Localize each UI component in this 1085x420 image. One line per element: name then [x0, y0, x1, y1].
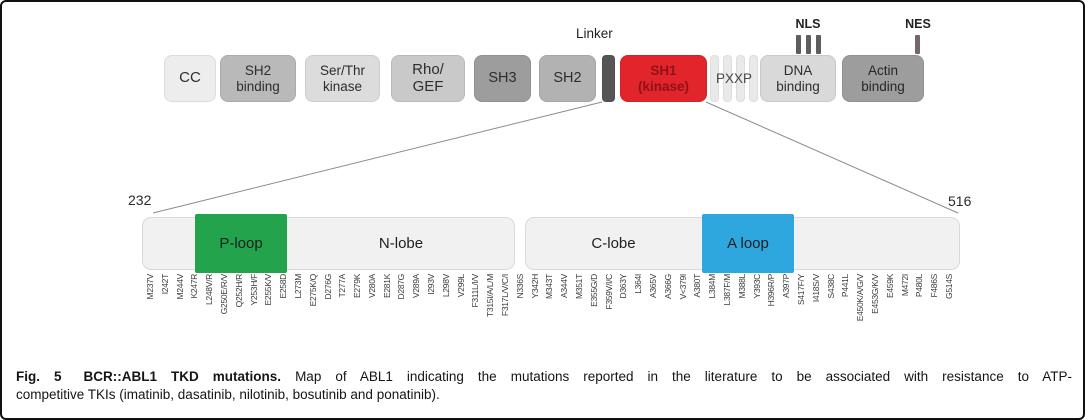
mutation-label: D276G [322, 274, 333, 300]
domain-sh1-kinase: SH1 (kinase) [620, 55, 707, 102]
mutation-label: E258D [278, 274, 289, 299]
domain-rho-gef: Rho/ GEF [391, 55, 465, 102]
mutation-label: F311L/I/V [470, 274, 481, 308]
mutation-label: V280A [366, 274, 377, 299]
mutation-label: Q252H/R [233, 274, 244, 308]
caption-fig-number: Fig. 5 [16, 369, 62, 384]
mutation-label: E355G/D [588, 274, 599, 307]
mutation-label: Y393C [751, 274, 762, 299]
mutation-label: P480L [914, 274, 925, 298]
caption-title: BCR::ABL1 TKD mutations. [83, 369, 282, 384]
mutation-label: G250E/R/V [218, 274, 229, 315]
mutation-label: M472I [899, 274, 910, 297]
mutation-label: H396R/P [766, 274, 777, 307]
mutation-label: V<379I [677, 274, 688, 300]
figure-caption: Fig. 5 BCR::ABL1 TKD mutations. Map of A… [16, 368, 1072, 404]
domain-actin-binding: Actin binding [842, 55, 924, 102]
mutation-label: A344V [559, 274, 570, 299]
kinase-start-residue: 232 [128, 192, 152, 208]
mutation-label: I242T [159, 274, 170, 295]
mutation-label: F486S [929, 274, 940, 298]
mutation-label: K247R [189, 274, 200, 299]
mutation-label: E281K [381, 274, 392, 299]
mutation-label: M351T [574, 274, 585, 299]
mutation-label: S438C [825, 274, 836, 299]
mutation-label: M244V [174, 274, 185, 300]
mutation-label: E453G/K/V [869, 274, 880, 314]
nes-tick-icon [915, 35, 920, 54]
linker-label: Linker [576, 26, 613, 41]
mutation-label: G514S [943, 274, 954, 299]
pxxp-stripe [736, 55, 745, 102]
mutation-label: P441L [840, 274, 851, 298]
nls-tick-icon [796, 35, 801, 54]
domain-sh2: SH2 [539, 55, 596, 102]
mutation-label: Y253H/F [248, 274, 259, 306]
caption-text-1: Map of ABL1 indicating the mutations rep… [295, 369, 1072, 384]
pxxp-stripe [723, 55, 732, 102]
domain-sh3: SH3 [474, 55, 531, 102]
mutation-label: M237V [144, 274, 155, 300]
mutation-label: T277A [337, 274, 348, 298]
caption-line-1: Fig. 5 BCR::ABL1 TKD mutations. Map of A… [16, 368, 1072, 386]
mutation-label: D363Y [618, 274, 629, 299]
mutation-label: E275K/Q [307, 274, 318, 307]
mutation-label: I293V [426, 274, 437, 295]
mutation-label: L273M [292, 274, 303, 299]
nes-label: NES [905, 17, 931, 31]
mutation-label: V289A [411, 274, 422, 299]
domain-sh2-binding: SH2 binding [220, 55, 296, 102]
mutation-label: A366G [662, 274, 673, 299]
mutation-label: T315I/A/L/M [485, 274, 496, 317]
domain-ser-thr-kinase: Ser/Thr kinase [305, 55, 380, 102]
mutation-label: Y342H [529, 274, 540, 299]
mutation-label: A365V [648, 274, 659, 299]
pxxp-stripe [749, 55, 758, 102]
domain-cc: CC [164, 55, 216, 102]
nls-label: NLS [795, 17, 821, 31]
mutation-label: A397P [781, 274, 792, 299]
region-c-lobe: C-lobe [591, 235, 636, 252]
nls-tick-icon [806, 35, 811, 54]
pxxp-stripe [710, 55, 719, 102]
region-p-loop: P-loop [195, 214, 287, 273]
mutation-label: I418S/V [810, 274, 821, 303]
mutation-label: L248V/R [204, 274, 215, 305]
mutation-label: D287G [396, 274, 407, 300]
mutation-label: M343T [544, 274, 555, 299]
mutation-label: L298V [440, 274, 451, 298]
mutation-label: V299L [455, 274, 466, 298]
mutation-label: F317L/V/C/I [500, 274, 511, 317]
mutation-label: L364I [633, 274, 644, 294]
mutation-label: N336S [514, 274, 525, 299]
domain-pxxp: PXXP [715, 71, 753, 86]
mutation-label: A380T [692, 274, 703, 298]
mutation-label: E255K/V [263, 274, 274, 306]
mutation-label: M388L [736, 274, 747, 299]
caption-line-2: competitive TKIs (imatinib, dasatinib, n… [16, 387, 440, 403]
mutation-label: E279K [352, 274, 363, 299]
mutation-label: E450K/A/G/V [855, 274, 866, 322]
mutation-label: E459K [884, 274, 895, 299]
mutation-label: F359V/I/C [603, 274, 614, 310]
nls-tick-icon [816, 35, 821, 54]
domain-linker-box [602, 55, 615, 102]
mutation-label: L384M [707, 274, 718, 299]
domain-dna-binding: DNA binding [760, 55, 836, 102]
region-n-lobe: N-lobe [378, 235, 424, 252]
region-a-loop: A loop [702, 214, 794, 273]
kinase-end-residue: 516 [948, 193, 972, 209]
mutation-label: L387F/M [722, 274, 733, 306]
mutation-label: S417F/Y [796, 274, 806, 305]
